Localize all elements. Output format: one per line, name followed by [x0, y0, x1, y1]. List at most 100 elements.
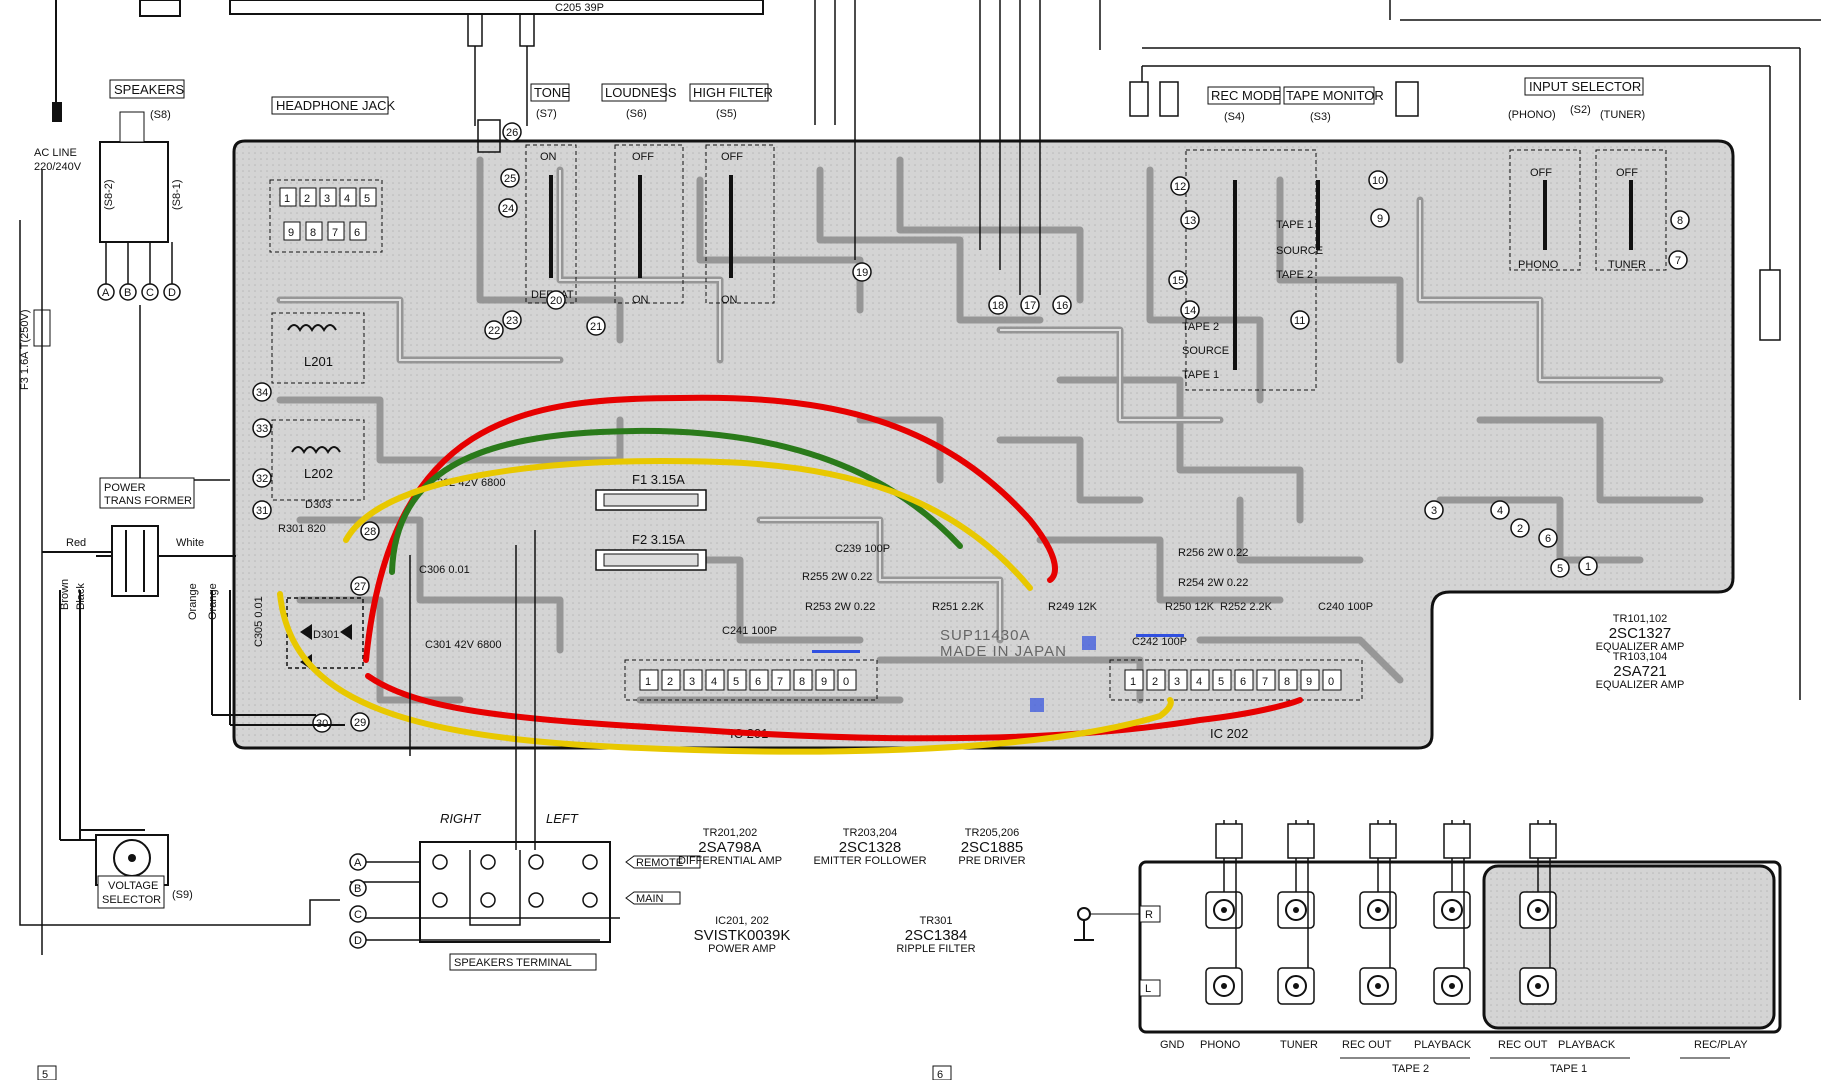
s4-source-label: SOURCE	[1182, 345, 1229, 357]
speaker-terminal-letter: C	[354, 909, 362, 921]
ic-pin	[1146, 669, 1166, 691]
headphone-pin-number: 1	[284, 193, 290, 205]
ic-pin	[815, 669, 835, 691]
node-number: 2	[1517, 523, 1523, 535]
power-transformer-label-1: POWER	[104, 482, 146, 494]
voltage-selector-label-1: VOLTAGE	[108, 880, 158, 892]
ic-pin	[1212, 669, 1232, 691]
node-number: 1	[1585, 561, 1591, 573]
rca-jack-pin	[1535, 983, 1541, 989]
legend-part: 2SC1328	[839, 839, 902, 856]
inductor-l201: L201	[271, 312, 365, 384]
legend-code: TR201,202	[703, 827, 757, 839]
node-number: 4	[1497, 505, 1503, 517]
tape-monitor-switch-id: (S3)	[1310, 111, 1331, 123]
node-number: 31	[256, 505, 268, 517]
rca-jack-pin	[1375, 983, 1381, 989]
ic-pin	[683, 669, 703, 691]
fuse-f1: F1 3.15A	[595, 472, 707, 511]
node-number: 13	[1184, 215, 1196, 227]
ic-pin-number: 4	[711, 676, 717, 688]
node-number: 19	[856, 267, 868, 279]
s6-on-label: ON	[632, 294, 649, 306]
ic202-label: IC 202	[1210, 726, 1248, 741]
selector-phono-label: (PHONO)	[1508, 109, 1556, 121]
node-circle	[1370, 208, 1390, 228]
node-number: 29	[354, 717, 366, 729]
ic-pin-number: 6	[1240, 676, 1246, 688]
terminal-circle	[163, 283, 181, 301]
legend-function: DIFFERENTIAL AMP	[678, 855, 782, 867]
node-number: 8	[1677, 215, 1683, 227]
ic-pin	[661, 669, 681, 691]
node-circle	[546, 290, 566, 310]
ic-pin	[1168, 669, 1188, 691]
headphone-pin-number: 8	[310, 227, 316, 239]
node-number: 22	[488, 325, 500, 337]
wire-white-label: White	[176, 537, 204, 549]
node-number: 12	[1174, 181, 1186, 193]
node-number: 11	[1294, 315, 1305, 327]
speaker-terminal-circle	[349, 879, 367, 897]
wire-overlay	[277, 394, 1303, 755]
legend-code: TR205,206	[965, 827, 1019, 839]
node-circle	[1510, 518, 1530, 538]
switch-block-s6: OFF ON	[614, 144, 684, 306]
high-filter-title: HIGH FILTER	[693, 85, 773, 100]
node-number: 6	[1545, 533, 1551, 545]
ic-pin	[1124, 669, 1144, 691]
s2-tuner-label: TUNER	[1608, 259, 1646, 271]
node-circle	[988, 295, 1008, 315]
node-circle	[1670, 210, 1690, 230]
s2-1-off-label: OFF	[1530, 167, 1552, 179]
legend-code: IC201, 202	[715, 915, 769, 927]
ic-pin-number: 2	[667, 676, 673, 688]
r249-label: R249 12K	[1048, 601, 1098, 613]
node-number: 25	[504, 173, 516, 185]
node-circle	[1538, 528, 1558, 548]
rca-jack-pin	[1221, 907, 1227, 913]
node-circle	[1368, 170, 1388, 190]
jack-connector	[1443, 823, 1471, 859]
main-pcb-board: F1 3.15A F2 3.15A SUP11430A MADE IN JAPA…	[232, 122, 1735, 750]
ic-pin	[705, 669, 725, 691]
terminal-letter: A	[102, 287, 110, 299]
l201-label: L201	[304, 354, 333, 369]
node-circle	[1168, 270, 1188, 290]
node-circle	[1578, 556, 1598, 576]
terminal-letter: C	[146, 287, 154, 299]
jack-left-marker: L	[1145, 983, 1151, 995]
legend-part: 2SC1384	[905, 927, 968, 944]
node-circle	[484, 320, 504, 340]
node-number: 33	[256, 423, 268, 435]
legend-function: POWER AMP	[708, 943, 776, 955]
headphone-pin	[299, 187, 317, 207]
legend-function: EQUALIZER AMP	[1596, 679, 1685, 691]
ac-voltage-label: 220/240V	[34, 161, 82, 173]
s8-2-label: (S8-2)	[103, 179, 115, 210]
top-left-area: C205 39P AC LINE 220/240V F3 1.6A T(250V…	[19, 0, 1821, 955]
node-number: 32	[256, 473, 268, 485]
ic-pin	[1278, 669, 1298, 691]
inductor-l202: L202	[271, 419, 365, 501]
tape1-rec-out-label: REC OUT	[1498, 1039, 1548, 1051]
power-transformer-label-2: TRANS FORMER	[104, 495, 192, 507]
node-number: 20	[550, 295, 562, 307]
jack-right-marker: R	[1145, 909, 1153, 921]
s6-off-label: OFF	[632, 151, 654, 163]
ac-line-label: AC LINE	[34, 147, 77, 159]
node-number: 14	[1184, 305, 1196, 317]
speakers-terminal-title: SPEAKERS TERMINAL	[454, 957, 572, 969]
headphone-pin	[327, 221, 345, 241]
ic-pin-number: 1	[1130, 676, 1136, 688]
legend-function: EQUALIZER AMP	[1596, 641, 1685, 653]
headphone-pin	[359, 187, 377, 207]
ic-pin-number: 8	[799, 676, 805, 688]
headphone-pin-number: 4	[344, 193, 350, 205]
node-circle	[852, 262, 872, 282]
c306-label: C306 0.01	[419, 564, 470, 576]
gnd-label: GND	[1160, 1039, 1185, 1051]
node-number: 5	[1557, 563, 1563, 575]
